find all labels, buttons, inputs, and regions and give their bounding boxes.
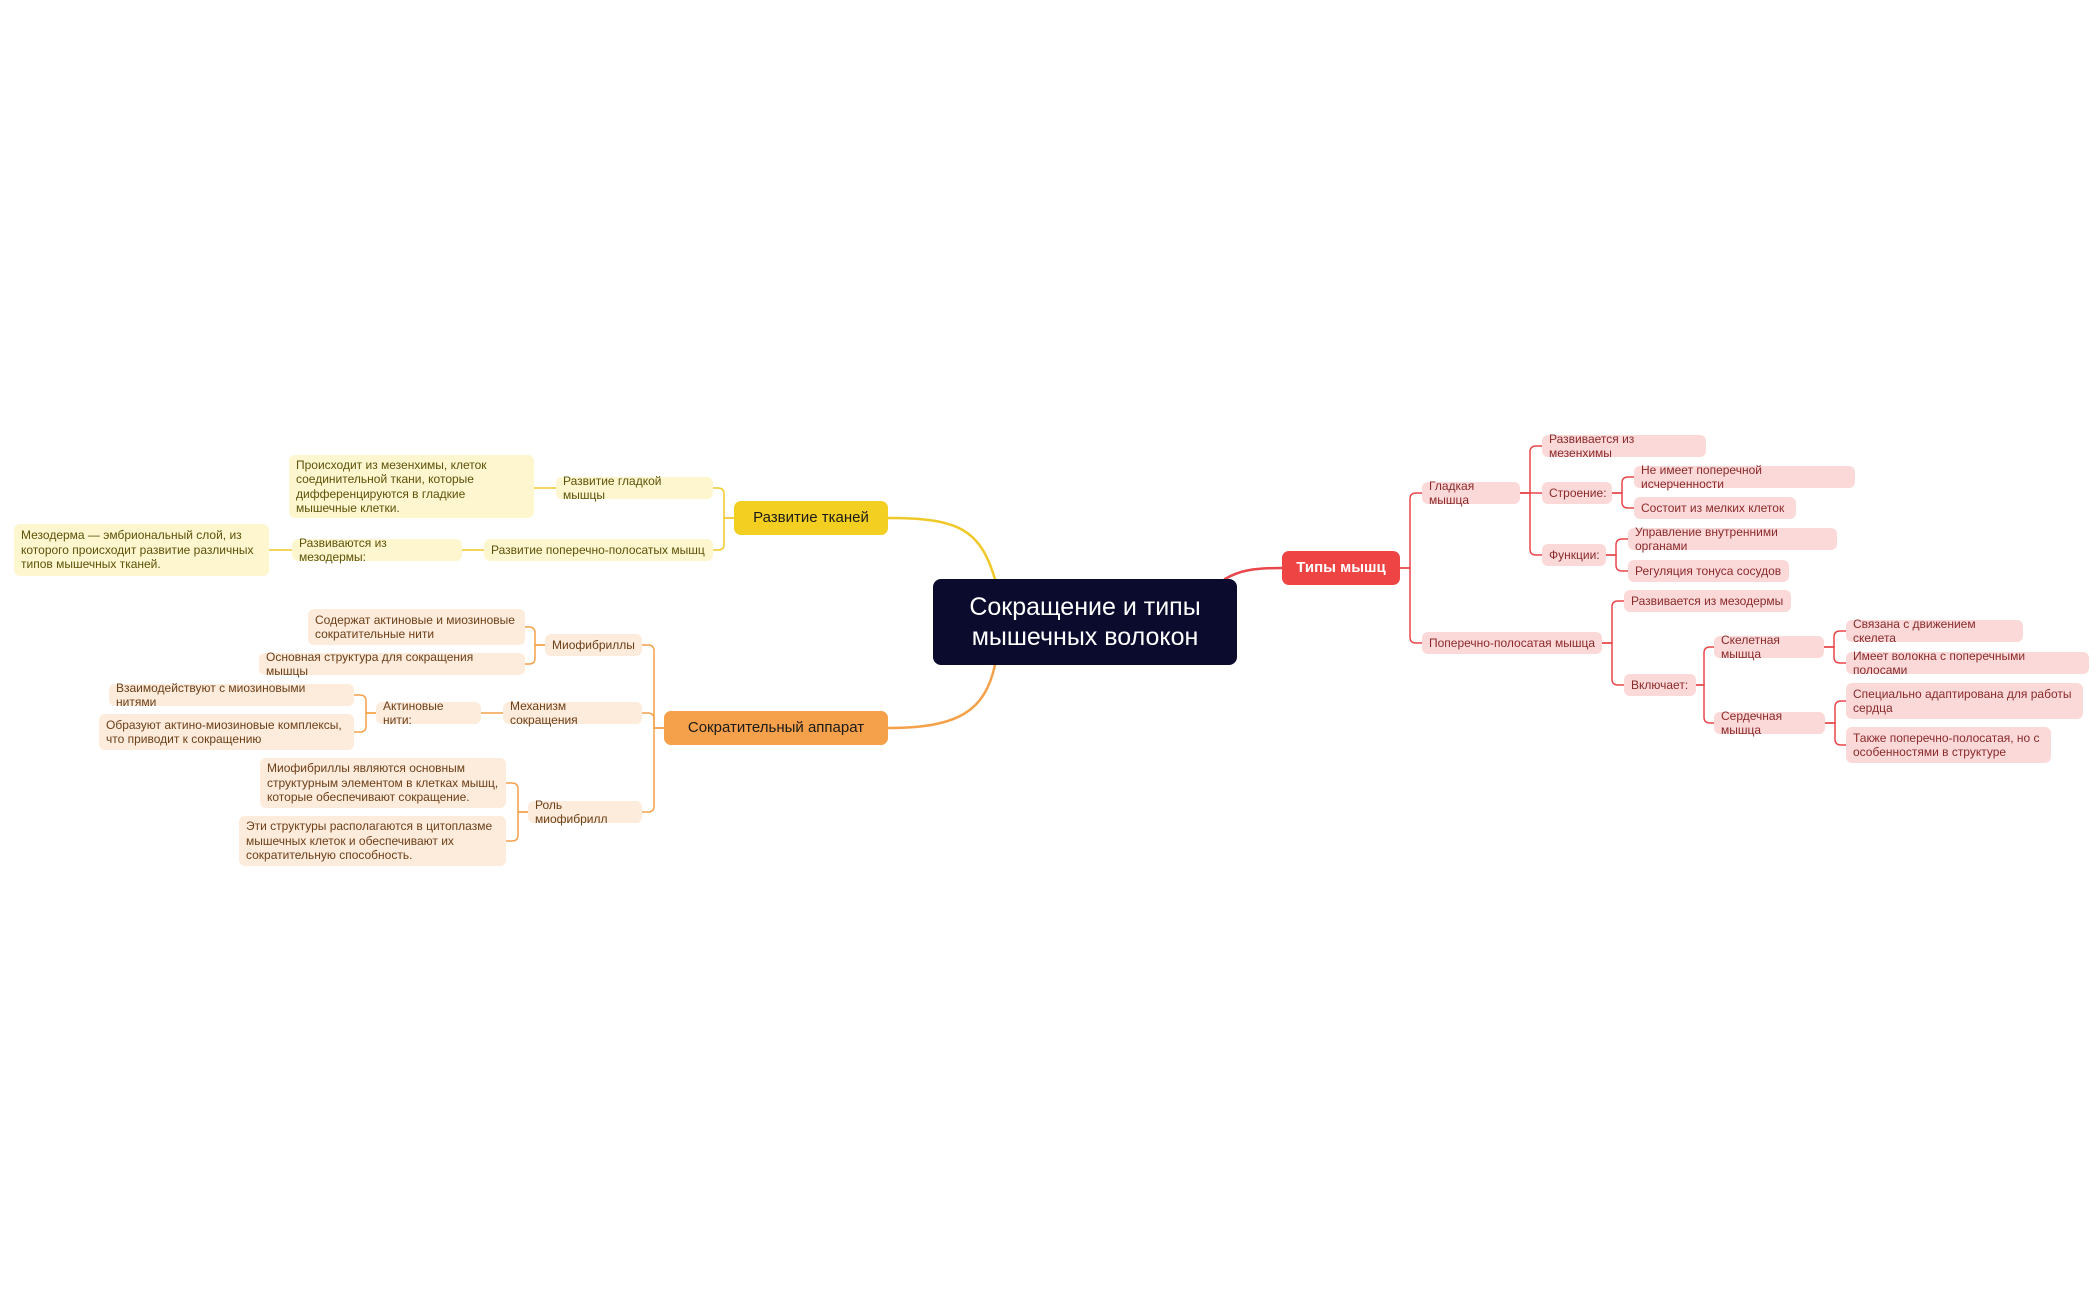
connector-apparatus-role xyxy=(641,727,665,813)
connector-functions-f1 xyxy=(1605,538,1629,556)
connector-root-apparatus xyxy=(886,663,997,730)
topic-smooth-development[interactable]: Развитие гладкой мышцы xyxy=(556,474,713,502)
leaf-skeleton-movement[interactable]: Связана с движением скелета xyxy=(1846,617,2023,645)
connector-smooth-dev xyxy=(1519,445,1543,494)
topic-contraction-mechanism[interactable]: Механизм сокращения xyxy=(503,699,642,727)
connector-apparatus-myofibrils xyxy=(641,644,665,729)
connector-types-smooth xyxy=(1399,492,1423,569)
leaf-smooth-development-text[interactable]: Происходит из мезенхимы, клеток соединит… xyxy=(289,455,534,518)
topic-cardiac-muscle[interactable]: Сердечная мышца xyxy=(1714,709,1825,737)
topic-smooth-functions[interactable]: Функции: xyxy=(1542,544,1606,566)
leaf-myofibrils-main-structure[interactable]: Основная структура для сокращения мышцы xyxy=(259,650,525,678)
topic-striated-muscle[interactable]: Поперечно-полосатая мышца xyxy=(1422,632,1602,654)
leaf-small-cells[interactable]: Состоит из мелких клеток xyxy=(1634,497,1796,519)
topic-smooth-muscle[interactable]: Гладкая мышца xyxy=(1422,479,1520,507)
connector-cardiac-c1 xyxy=(1824,700,1847,724)
connector-smooth-functions xyxy=(1519,492,1543,556)
connector-apparatus-mechanism xyxy=(641,712,665,729)
leaf-smooth-from-mesenchyme[interactable]: Развивается из мезенхимы xyxy=(1542,432,1706,460)
leaf-striated-from-mesoderm[interactable]: Развивается из мезодермы xyxy=(1624,590,1791,612)
connector-role-leaf1 xyxy=(505,782,529,813)
leaf-no-striations[interactable]: Не имеет поперечной исчерченности xyxy=(1634,463,1855,491)
topic-tissue-development[interactable]: Развитие тканей xyxy=(734,501,888,535)
leaf-actin-complexes[interactable]: Образуют актино-миозиновые комплексы, чт… xyxy=(99,714,354,750)
leaf-role-structural-element[interactable]: Миофибриллы являются основным структурны… xyxy=(260,758,506,808)
connector-myofibrils-leaf2 xyxy=(524,644,546,665)
topic-striated-includes[interactable]: Включает: xyxy=(1624,674,1696,696)
connector-skeletal-k1 xyxy=(1823,630,1847,648)
connector-structure-s1 xyxy=(1611,476,1635,494)
topic-smooth-structure[interactable]: Строение: xyxy=(1542,482,1612,504)
topic-muscle-types[interactable]: Типы мышц xyxy=(1282,551,1400,585)
root-topic[interactable]: Сокращение и типы мышечных волокон xyxy=(933,579,1237,665)
connector-cardiac-c2 xyxy=(1824,722,1847,746)
topic-striated-development[interactable]: Развитие поперечно-полосатых мышц xyxy=(484,539,713,561)
connector-root-types xyxy=(1223,566,1284,581)
connector-tissue-smooth xyxy=(712,487,735,519)
connector-types-striated xyxy=(1399,567,1423,644)
leaf-internal-organs[interactable]: Управление внутренними органами xyxy=(1628,525,1837,553)
connector-skeletal-k2 xyxy=(1823,646,1847,664)
topic-skeletal-muscle[interactable]: Скелетная мышца xyxy=(1714,633,1824,661)
connector-striated-dev xyxy=(1601,600,1625,644)
leaf-vascular-tone[interactable]: Регуляция тонуса сосудов xyxy=(1628,560,1789,582)
connector-actin-leaf2 xyxy=(353,712,377,733)
connector-includes-cardiac xyxy=(1695,684,1715,724)
leaf-actin-interact[interactable]: Взаимодействуют с миозиновыми нитями xyxy=(109,681,354,709)
topic-from-mesoderm[interactable]: Развиваются из мезодермы: xyxy=(292,536,462,564)
connector-structure-s2 xyxy=(1611,492,1635,509)
leaf-heart-adapted[interactable]: Специально адаптирована для работы сердц… xyxy=(1846,683,2083,719)
connector-striated-includes xyxy=(1601,642,1625,686)
connector-actin-leaf1 xyxy=(353,694,377,714)
leaf-cardiac-features[interactable]: Также поперечно-полосатая, но с особенно… xyxy=(1846,727,2051,763)
connector-role-leaf2 xyxy=(505,811,529,842)
topic-actin-filaments[interactable]: Актиновые нити: xyxy=(376,699,481,727)
leaf-striped-fibers[interactable]: Имеет волокна с поперечными полосами xyxy=(1846,649,2089,677)
connector-functions-f2 xyxy=(1605,554,1629,572)
leaf-role-cytoplasm[interactable]: Эти структуры располагаются в цитоплазме… xyxy=(239,816,506,866)
topic-myofibril-role[interactable]: Роль миофибрилл xyxy=(528,798,642,826)
leaf-myofibrils-filaments[interactable]: Содержат актиновые и миозиновые сократит… xyxy=(308,609,525,645)
connector-myofibrils-leaf1 xyxy=(524,626,546,646)
leaf-mesoderm-text[interactable]: Мезодерма — эмбриональный слой, из котор… xyxy=(14,524,269,576)
connector-includes-skeletal xyxy=(1695,646,1715,686)
topic-myofibrils[interactable]: Миофибриллы xyxy=(545,634,642,656)
topic-contractile-apparatus[interactable]: Сократительный аппарат xyxy=(664,711,888,745)
connector-tissue-striated xyxy=(712,517,735,551)
connector-root-tissue xyxy=(886,516,997,581)
